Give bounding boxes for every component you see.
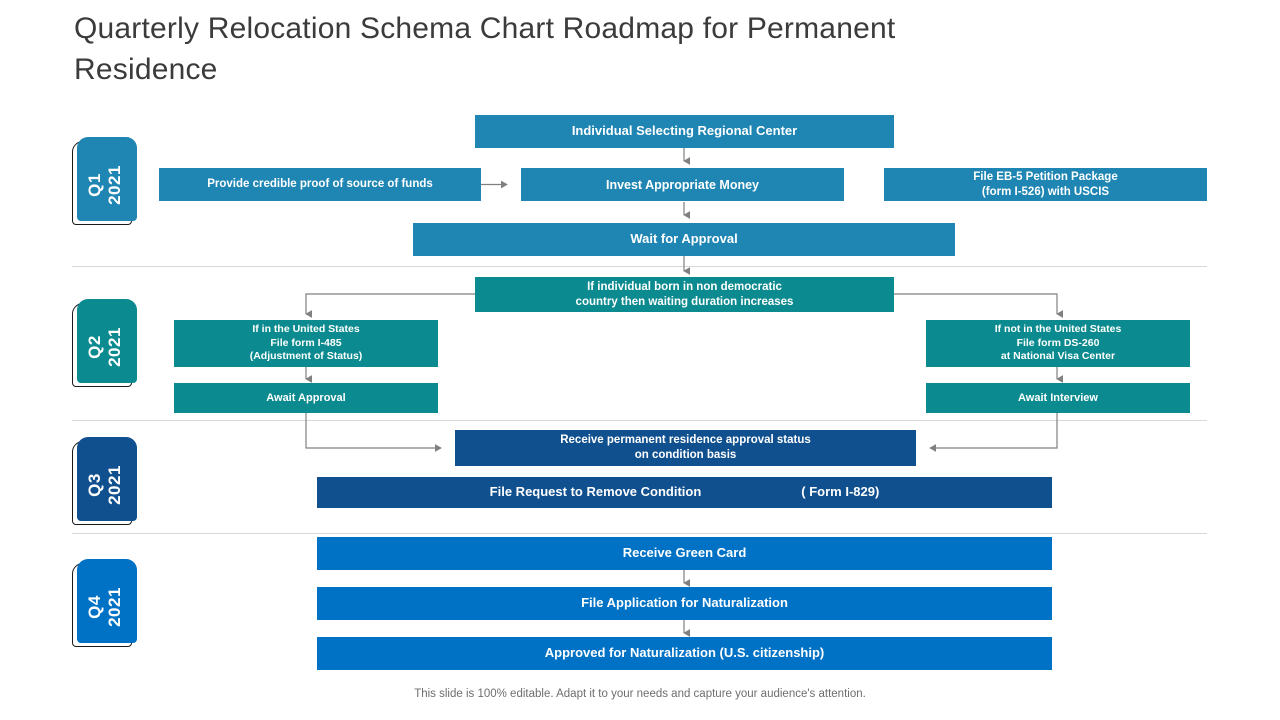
quarter-badge-q1[interactable]: Q1 2021	[72, 137, 138, 229]
step-wait-for-approval[interactable]: Wait for Approval	[413, 223, 955, 256]
step-label: Await Interview	[1018, 391, 1098, 404]
page-title: Quarterly Relocation Schema Chart Roadma…	[74, 12, 896, 87]
step-label-line1: If in the United States	[252, 323, 360, 336]
footer-note: This slide is 100% editable. Adapt it to…	[414, 688, 866, 700]
step-if-not-in-the-united-states-form-ds260[interactable]: If not in the United States File form DS…	[926, 320, 1190, 367]
divider-q3-q4	[72, 533, 1207, 534]
badge-quarter-q4: Q4	[84, 595, 104, 619]
step-individual-selecting-regional-center[interactable]: Individual Selecting Regional Center	[475, 115, 894, 148]
badge-face-q4	[77, 559, 137, 643]
step-label-line3: (Adjustment of Status)	[249, 350, 363, 363]
step-label: Individual Selecting Regional Center	[571, 123, 798, 139]
step-label: Invest Appropriate Money	[605, 177, 760, 192]
step-invest-appropriate-money[interactable]: Invest Appropriate Money	[521, 168, 844, 201]
quarter-badge-q4[interactable]: Q4 2021	[72, 559, 138, 651]
badge-face-q3	[77, 437, 137, 521]
step-label-line2: on condition basis	[634, 449, 737, 461]
step-label-line2: ( Form I-829)	[801, 484, 880, 500]
badge-face-q2	[77, 299, 137, 383]
step-approved-for-naturalization[interactable]: Approved for Naturalization (U.S. citize…	[317, 637, 1052, 670]
badge-year-q2: 2021	[105, 327, 124, 367]
step-label-line3: at National Visa Center	[1000, 350, 1116, 363]
badge-quarter-q1: Q1	[84, 173, 104, 197]
step-label: Await Approval	[266, 391, 346, 404]
step-await-interview[interactable]: Await Interview	[926, 383, 1190, 413]
step-label: Wait for Approval	[630, 231, 738, 247]
step-label: Provide credible proof of source of fund…	[207, 178, 433, 191]
quarter-badge-q2[interactable]: Q2 2021	[72, 299, 138, 391]
step-file-application-for-naturalization[interactable]: File Application for Naturalization	[317, 587, 1052, 620]
step-label-line2: File form I-485	[270, 336, 342, 349]
badge-year-q4: 2021	[105, 587, 124, 627]
badge-label-q3: Q3 2021	[85, 465, 125, 505]
divider-q2-q3	[72, 420, 1207, 421]
step-if-in-the-united-states-form-i485[interactable]: If in the United States File form I-485 …	[174, 320, 438, 367]
step-non-democratic-country-waiting-duration[interactable]: If individual born in non democratic cou…	[475, 277, 894, 312]
badge-quarter-q2: Q2	[84, 335, 104, 359]
step-label: File Application for Naturalization	[581, 595, 788, 611]
step-file-request-to-remove-condition[interactable]: File Request to Remove Condition ( Form …	[317, 477, 1052, 508]
step-label-line2: country then waiting duration increases	[575, 295, 794, 308]
badge-label-q1: Q1 2021	[85, 165, 125, 205]
badge-label-q4: Q4 2021	[85, 587, 125, 627]
step-file-eb5-petition-package[interactable]: File EB-5 Petition Package (form I-526) …	[884, 168, 1207, 201]
step-receive-permanent-residence-approval-status[interactable]: Receive permanent residence approval sta…	[455, 430, 916, 466]
step-label-line2: (form I-526) with USCIS	[981, 185, 1110, 198]
step-label-line1: File Request to Remove Condition	[489, 484, 702, 500]
step-label-line1: If individual born in non democratic	[587, 280, 782, 293]
badge-year-q3: 2021	[105, 465, 124, 505]
badge-year-q1: 2021	[105, 165, 124, 205]
step-label-line1: Receive permanent residence approval sta…	[560, 434, 811, 447]
step-label: Approved for Naturalization (U.S. citize…	[544, 645, 825, 661]
badge-face-q1	[77, 137, 137, 221]
step-await-approval[interactable]: Await Approval	[174, 383, 438, 413]
divider-q1-q2	[72, 266, 1207, 267]
step-label-line1: If not in the United States	[994, 323, 1122, 336]
step-provide-credible-proof-of-source-of-funds[interactable]: Provide credible proof of source of fund…	[159, 168, 481, 201]
step-label: Receive Green Card	[622, 545, 747, 561]
badge-label-q2: Q2 2021	[85, 327, 125, 367]
badge-quarter-q3: Q3	[84, 473, 104, 497]
step-label-line1: File EB-5 Petition Package	[973, 170, 1118, 183]
quarter-badge-q3[interactable]: Q3 2021	[72, 437, 138, 529]
step-label-line2: File form DS-260	[1016, 336, 1100, 349]
step-receive-green-card[interactable]: Receive Green Card	[317, 537, 1052, 570]
